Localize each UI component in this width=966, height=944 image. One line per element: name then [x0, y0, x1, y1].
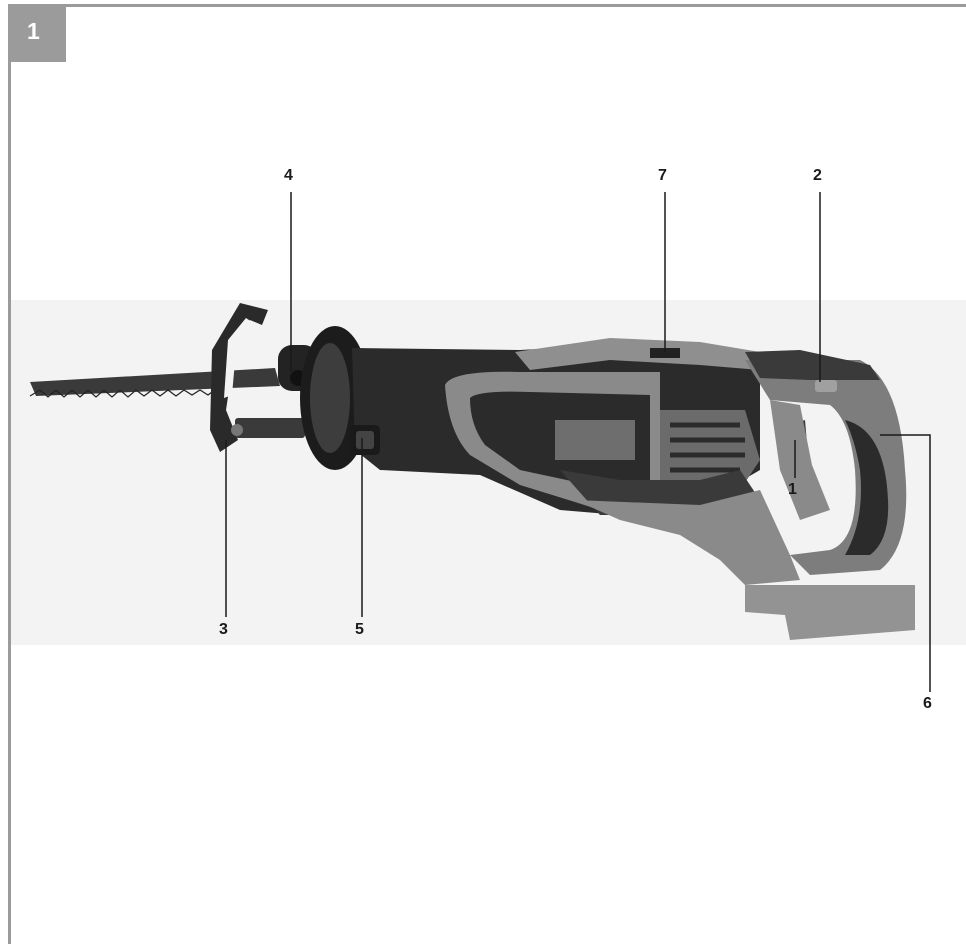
figure-frame-left [8, 4, 11, 944]
callout-1: 1 [788, 481, 797, 498]
top-housing-grey [515, 338, 760, 370]
leader-line-6 [880, 434, 931, 692]
side-panel-label [555, 420, 635, 460]
figure-number: 1 [27, 18, 40, 44]
figure-number-badge: 1 [8, 4, 66, 62]
shoe-window [224, 318, 252, 398]
callout-7: 7 [658, 167, 667, 184]
trigger-guard [770, 400, 830, 520]
handle-top-ridge [745, 350, 880, 380]
speed-switch [650, 348, 680, 358]
blade-teeth [29, 388, 225, 398]
handle-grip-dark [845, 420, 889, 555]
battery-mount [745, 585, 915, 640]
shoe-screw [231, 424, 243, 436]
lock-off-button [815, 380, 837, 392]
callout-6: 6 [923, 695, 932, 712]
figure-frame-top [8, 4, 966, 7]
callout-5: 5 [355, 621, 364, 638]
callout-2: 2 [813, 167, 822, 184]
front-collar-inner [310, 343, 350, 453]
saw-shoe [210, 303, 268, 452]
callout-3: 3 [219, 621, 228, 638]
grip-grey-lower [575, 490, 800, 585]
front-release-button-inner [356, 431, 374, 449]
shoe-bracket [235, 418, 305, 438]
callout-4: 4 [284, 167, 293, 184]
